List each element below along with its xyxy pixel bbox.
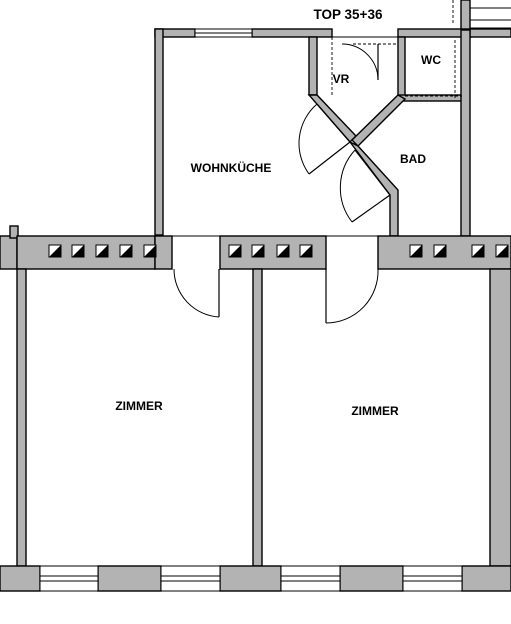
chimney-flue-fill <box>72 245 84 257</box>
room-label-zimmer-right: ZIMMER <box>351 404 399 418</box>
window-wohnkueche <box>194 28 253 38</box>
door-wohnkueche <box>298 103 351 175</box>
windows-bottom <box>39 565 463 592</box>
room-label-bad: BAD <box>400 152 426 166</box>
chimney-flue-fill <box>120 245 132 257</box>
chimney-flue-fill <box>144 245 156 257</box>
chimney-flue-fill <box>472 245 484 257</box>
chimney-flue-fill <box>49 245 61 257</box>
room-label-wohnkueche: WOHNKÜCHE <box>191 160 272 175</box>
spine-wall <box>0 225 511 270</box>
chimney-flue-fill <box>277 245 289 257</box>
exterior-corner-top-right <box>452 0 511 31</box>
chimney-flue-fill <box>434 245 446 257</box>
wc-door <box>405 40 462 100</box>
door-zimmer-left <box>173 268 220 318</box>
chimney-flue-fill <box>300 245 312 257</box>
plan-title: TOP 35+36 <box>314 7 383 22</box>
chimney-flue-fill <box>252 245 264 257</box>
entrance-door <box>331 32 398 95</box>
room-label-wc: WC <box>421 53 441 67</box>
chimney-flues <box>48 244 509 258</box>
lower-walls <box>0 268 511 592</box>
core-walls <box>154 28 511 237</box>
chimney-flue-fill <box>96 245 108 257</box>
room-label-zimmer-left: ZIMMER <box>115 399 163 413</box>
door-zimmer-right <box>325 268 379 324</box>
chimney-flue-fill <box>410 245 422 257</box>
chimney-flue-fill <box>229 245 241 257</box>
chimney-flue-fill <box>496 245 508 257</box>
room-label-vr: VR <box>333 72 350 86</box>
door-bad <box>339 149 391 223</box>
